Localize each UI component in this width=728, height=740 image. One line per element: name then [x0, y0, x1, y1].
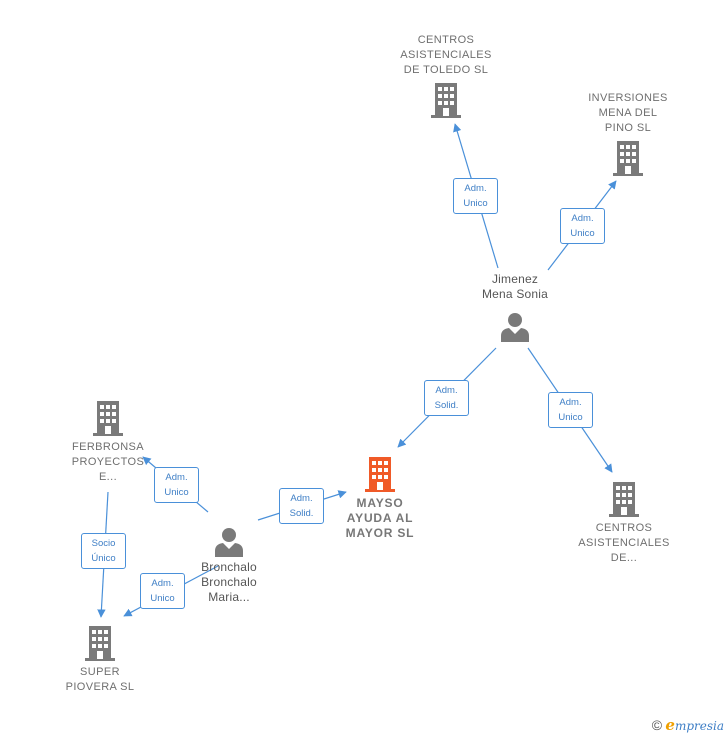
- building-icon: [85, 626, 115, 661]
- person-node-bronchalo[interactable]: Bronchalo Bronchalo Maria...: [169, 527, 289, 605]
- company-node-mayso[interactable]: MAYSO AYUDA AL MAYOR SL: [320, 456, 440, 541]
- edge-label-bronchalo-super[interactable]: Adm. Unico: [140, 573, 185, 609]
- edge-role-line1: Adm.: [435, 385, 458, 396]
- building-icon: [93, 401, 123, 436]
- edge-label-bronchalo-ferbronsa[interactable]: Adm. Unico: [154, 467, 199, 503]
- edge-role-line2: Unico: [463, 198, 488, 209]
- edge-role-line1: Adm.: [559, 397, 582, 408]
- company-node-ferbronsa[interactable]: FERBRONSA PROYECTOS E...: [48, 400, 168, 485]
- person-node-jimenez[interactable]: Jimenez Mena Sonia: [455, 272, 575, 342]
- edge-label-ferbronsa-super[interactable]: Socio Único: [81, 533, 126, 569]
- person-icon: [215, 528, 243, 557]
- edge-role-line2: Solid.: [289, 508, 314, 519]
- brand-initial: e: [665, 716, 675, 734]
- edge-role-line2: Unico: [570, 228, 595, 239]
- company-name: SUPER PIOVERA SL: [65, 666, 135, 693]
- company-name: MAYSO AYUDA AL MAYOR SL: [345, 496, 415, 540]
- company-node-centros-de[interactable]: CENTROS ASISTENCIALES DE...: [564, 481, 684, 566]
- brand-logo[interactable]: © empresia: [652, 716, 724, 734]
- edge-role-line1: Adm.: [571, 213, 594, 224]
- edge-role-line1: Adm.: [290, 493, 313, 504]
- company-node-super[interactable]: SUPER PIOVERA SL: [40, 625, 160, 695]
- copyright-symbol: ©: [651, 717, 663, 733]
- edge-label-jimenez-mayso[interactable]: Adm. Solid.: [424, 380, 469, 416]
- building-icon: [609, 482, 639, 517]
- company-name: CENTROS ASISTENCIALES DE TOLEDO SL: [400, 34, 492, 76]
- brand-name: mpresia: [674, 719, 724, 733]
- edge-role-line2: Único: [91, 553, 116, 564]
- company-node-centros-toledo[interactable]: CENTROS ASISTENCIALES DE TOLEDO SL: [386, 33, 506, 118]
- company-name: INVERSIONES MENA DEL PINO SL: [588, 92, 668, 134]
- building-icon: [365, 457, 395, 492]
- edge-label-jimenez-centros-de[interactable]: Adm. Unico: [548, 392, 593, 428]
- edge-label-jimenez-centros-toledo[interactable]: Adm. Unico: [453, 178, 498, 214]
- edge-role-line1: Adm.: [464, 183, 487, 194]
- edge-label-bronchalo-mayso[interactable]: Adm. Solid.: [279, 488, 324, 524]
- edge-label-jimenez-inversiones[interactable]: Adm. Unico: [560, 208, 605, 244]
- edge-role-line1: Adm.: [165, 472, 188, 483]
- building-icon: [613, 141, 643, 176]
- edge-role-line2: Unico: [558, 412, 583, 423]
- person-icon: [501, 313, 529, 342]
- edge-role-line1: Socio: [91, 538, 116, 549]
- edge-role-line2: Solid.: [434, 400, 459, 411]
- edge-role-line2: Unico: [150, 593, 175, 604]
- company-node-inversiones[interactable]: INVERSIONES MENA DEL PINO SL: [568, 91, 688, 176]
- company-name: CENTROS ASISTENCIALES DE...: [578, 522, 670, 564]
- building-icon: [431, 83, 461, 118]
- company-name: FERBRONSA PROYECTOS E...: [71, 441, 145, 483]
- person-name: Bronchalo Bronchalo Maria...: [201, 560, 257, 604]
- edge-role-line1: Adm.: [151, 578, 174, 589]
- person-name: Jimenez Mena Sonia: [481, 272, 549, 301]
- edge-role-line2: Unico: [164, 487, 189, 498]
